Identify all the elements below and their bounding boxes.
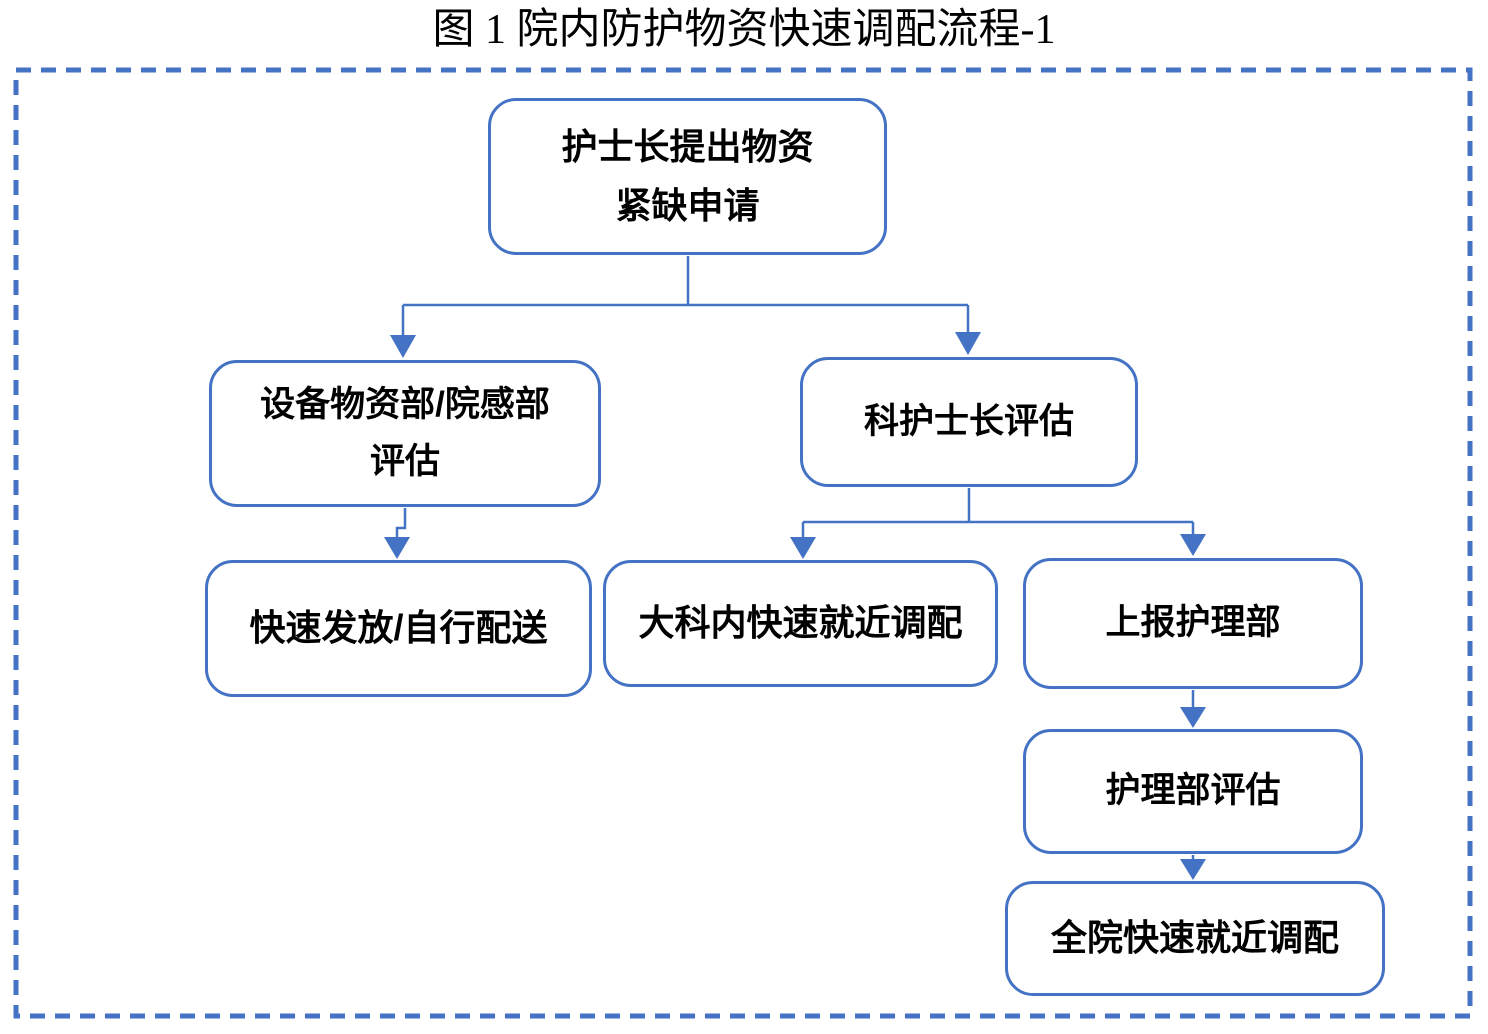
arrowhead-to-equip-eval [390,335,416,358]
connector-apply-branch [401,256,970,336]
connector-equip-to-fastdist [395,508,407,538]
node-major-dept-rapid-allocation: 大科内快速就近调配 [603,560,998,687]
node-label: 上报护理部 [1105,603,1281,643]
node-head-nurse-application: 护士长提出物资 紧缺申请 [488,98,887,255]
arrowhead-to-whole-alloc [1180,859,1206,880]
node-label: 评估 [369,441,440,481]
node-dept-head-nurse-evaluation: 科护士长评估 [800,357,1138,487]
node-equipment-infection-evaluation: 设备物资部/院感部 评估 [209,360,601,507]
node-report-nursing-dept: 上报护理部 [1023,558,1363,689]
node-label: 科护士长评估 [863,401,1074,441]
connector-depteval-branch [801,488,1195,538]
node-label: 紧缺申请 [615,184,760,226]
node-label: 大科内快速就近调配 [638,602,963,644]
node-rapid-distribution: 快速发放/自行配送 [205,560,592,697]
arrowhead-to-fast-dist [384,537,410,559]
node-label: 全院快速就近调配 [1050,917,1339,959]
node-label: 快速发放/自行配送 [249,607,548,649]
node-label: 护理部评估 [1105,771,1281,811]
arrowhead-to-report-nurs [1180,534,1206,556]
node-label: 设备物资部/院感部 [260,384,550,424]
figure-title: 图 1 院内防护物资快速调配流程-1 [432,7,1056,53]
arrowhead-to-nurs-eval [1180,707,1206,728]
dashed-frame [13,67,1473,1019]
arrowhead-to-major-alloc [790,537,816,559]
node-nursing-dept-evaluation: 护理部评估 [1023,729,1363,854]
node-hospital-wide-rapid-allocation: 全院快速就近调配 [1005,881,1385,996]
arrowhead-to-dept-eval [955,332,981,355]
node-label: 护士长提出物资 [561,126,814,168]
